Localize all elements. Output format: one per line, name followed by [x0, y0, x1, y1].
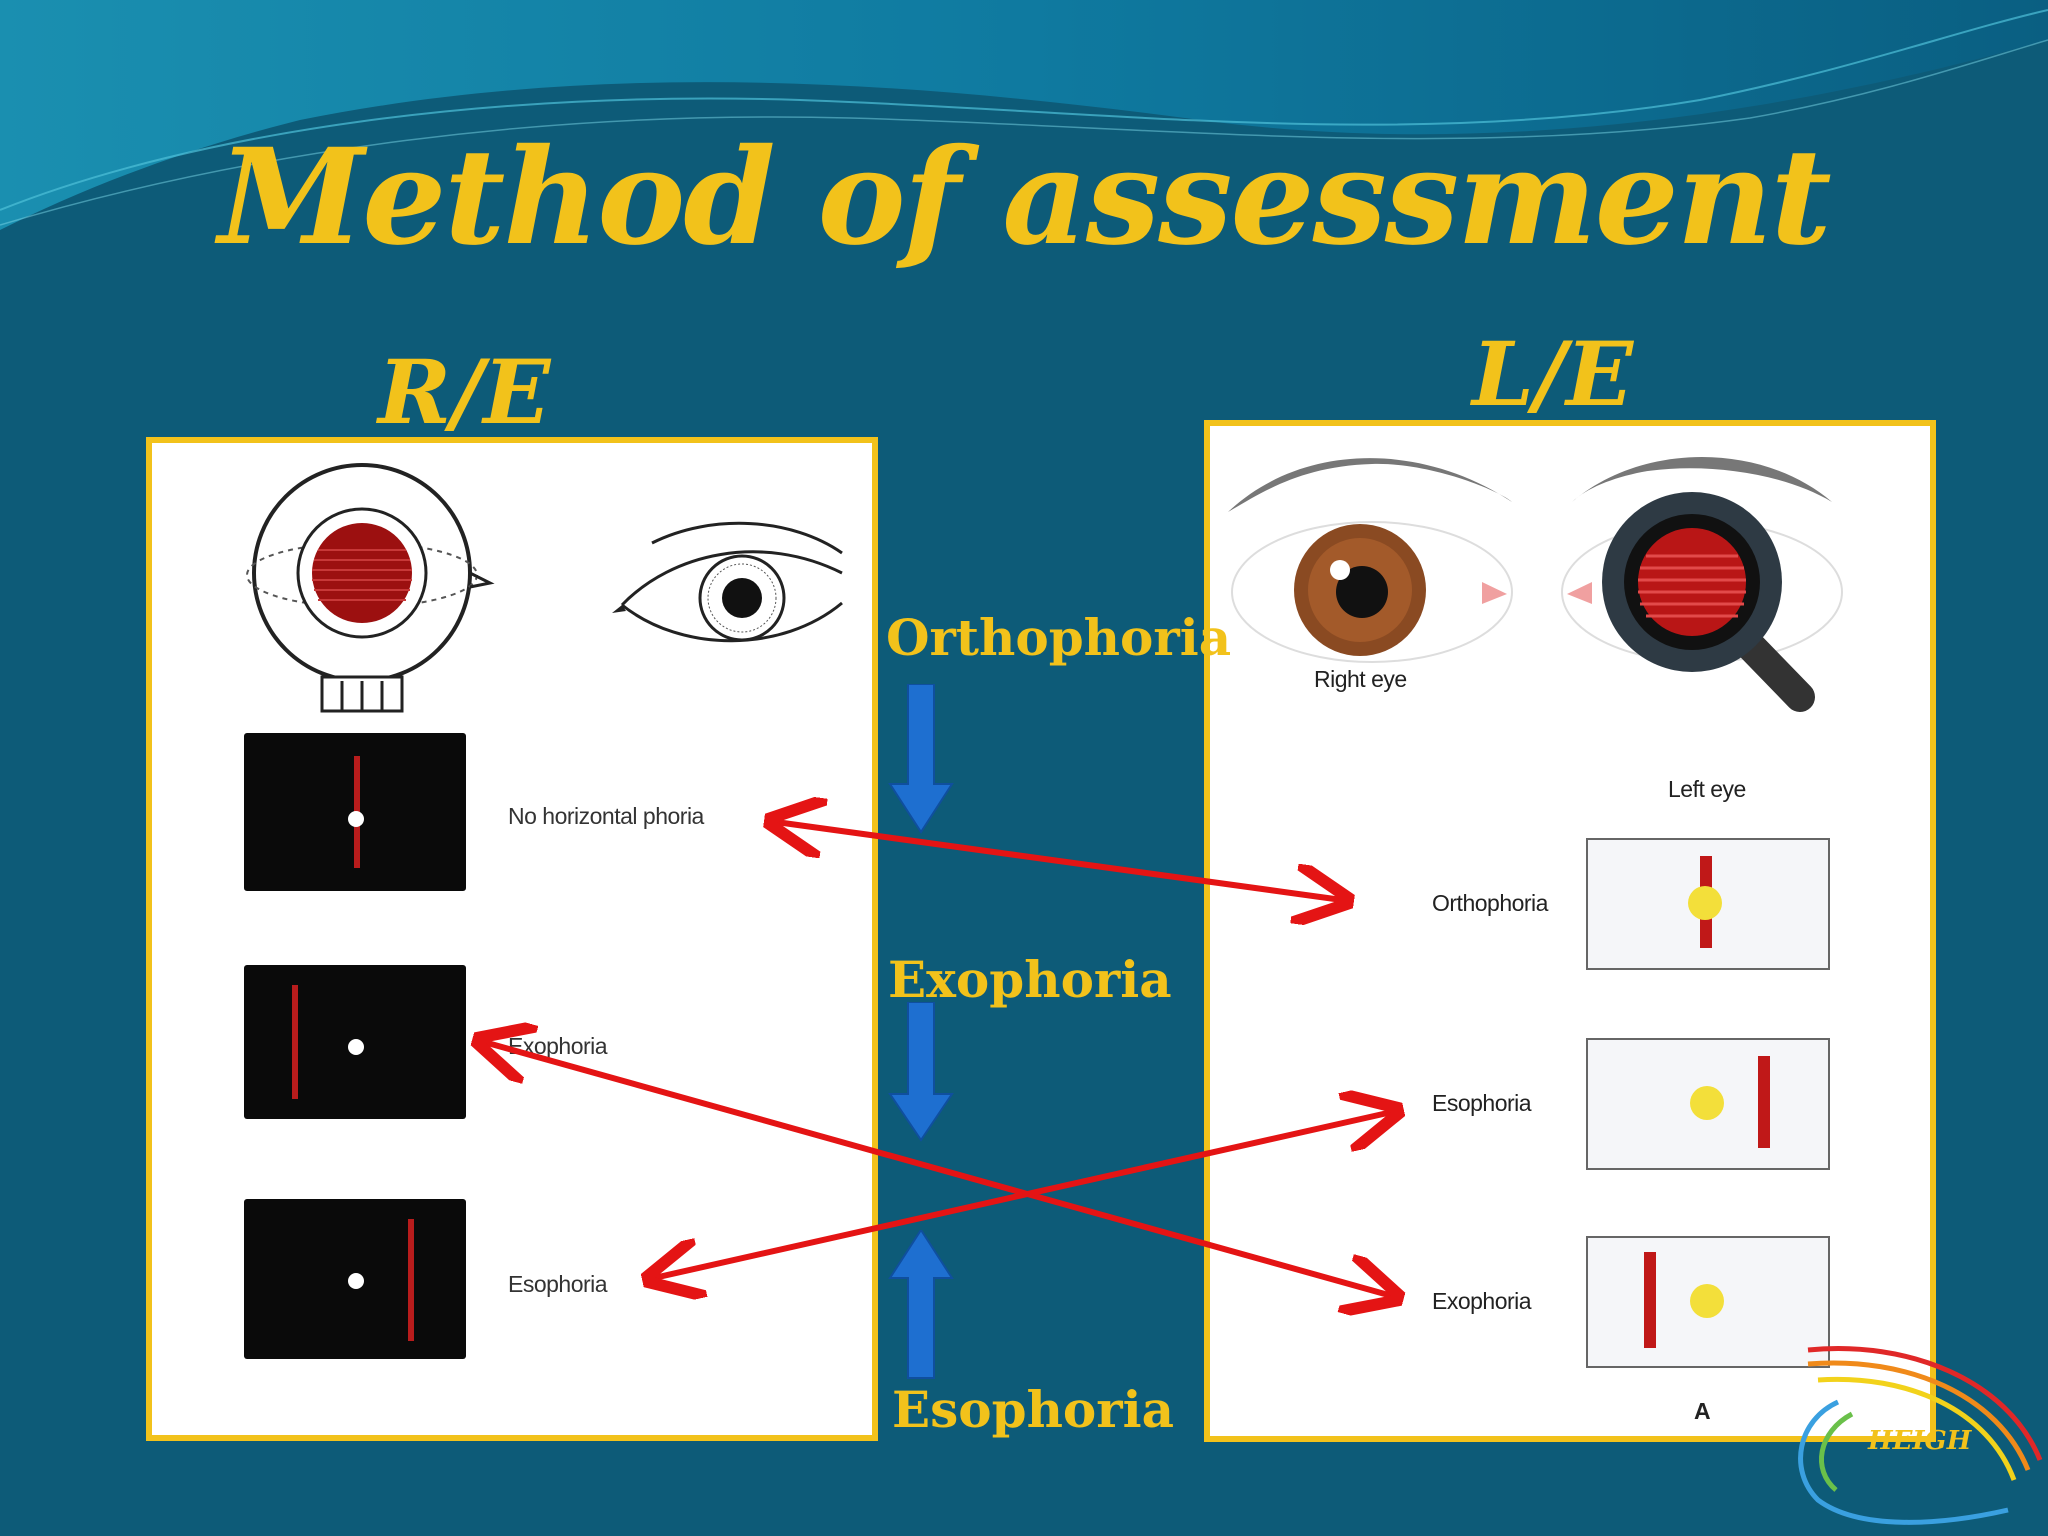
row-label-orthophoria: Orthophoria: [1432, 890, 1548, 916]
maddox-rod-icon: [246, 463, 495, 713]
header-wave: [0, 0, 2048, 230]
light-spot: [348, 1273, 364, 1289]
right-panel: Right eye Left eye Orthophoria Esophoria…: [1204, 420, 1936, 1442]
arrow-orthophoria: [776, 822, 1342, 900]
light-spot: [1690, 1086, 1724, 1120]
row-label-esophoria: Esophoria: [1432, 1090, 1532, 1116]
light-spot: [348, 811, 364, 827]
arrow-esophoria: [654, 1112, 1392, 1278]
arrow-exophoria: [484, 1042, 1392, 1296]
red-streak: [408, 1219, 414, 1341]
light-spot: [1690, 1284, 1724, 1318]
eye-outline-icon: [612, 521, 843, 643]
eyes-illustration: [1228, 457, 1843, 712]
light-spot: [1688, 886, 1722, 920]
red-streak: [292, 985, 298, 1099]
light-spot: [348, 1039, 364, 1055]
red-streak: [1644, 1252, 1656, 1348]
term-exophoria: Exophoria: [888, 950, 1172, 1009]
logo-swoosh-icon: [1798, 1346, 2043, 1525]
term-esophoria: Esophoria: [892, 1380, 1175, 1439]
right-eye-label: Right eye: [1314, 666, 1407, 692]
left-panel-heading: R/E: [378, 340, 551, 444]
row-label-exophoria: Exophoria: [1432, 1288, 1532, 1314]
term-orthophoria: Orthophoria: [886, 608, 1232, 667]
left-eye-label: Left eye: [1668, 776, 1746, 802]
figure-letter: A: [1694, 1398, 1711, 1424]
row-label-no-phoria: No horizontal phoria: [508, 803, 704, 829]
slide-title: Method of assessment: [218, 120, 1831, 275]
logo-text: HEIGH: [1868, 1426, 1972, 1456]
red-streak: [1758, 1056, 1770, 1148]
right-panel-heading: L/E: [1472, 322, 1634, 426]
